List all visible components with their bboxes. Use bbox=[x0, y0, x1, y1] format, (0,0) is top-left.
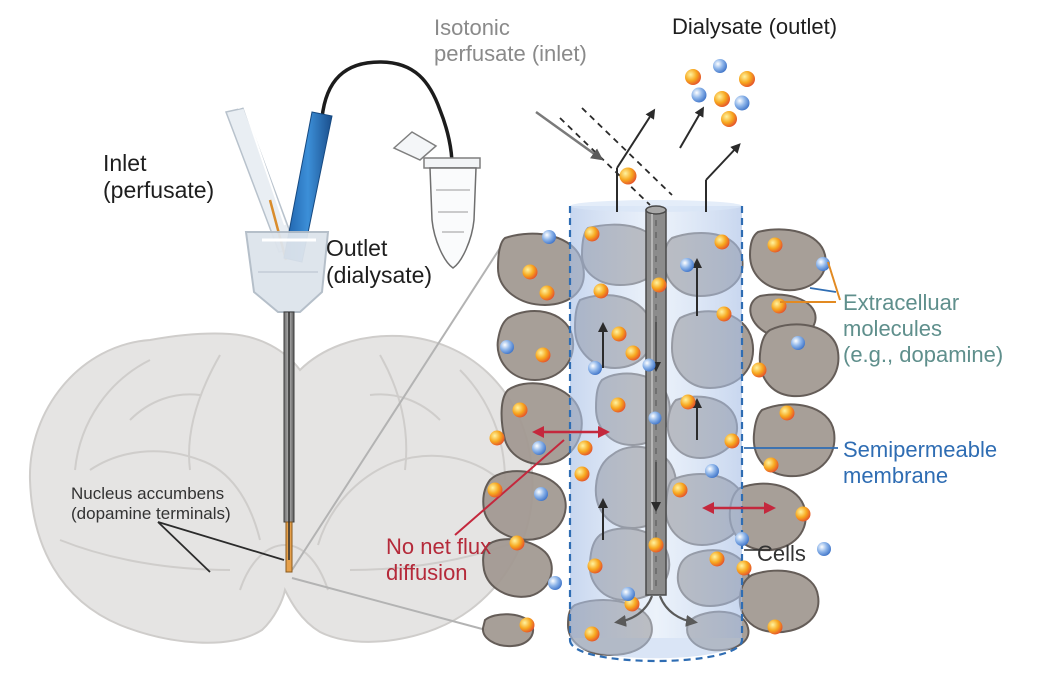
flow-arrows bbox=[598, 258, 702, 540]
no-net-flux-label-line1: No net flux bbox=[386, 534, 492, 559]
brain-section-icon bbox=[28, 332, 534, 644]
isotonic-label: Isotonic perfusate (inlet) bbox=[434, 15, 587, 67]
no-net-flux-label: No net flux diffusion bbox=[386, 534, 491, 586]
outlet-label: Outlet (dialysate) bbox=[326, 235, 432, 289]
inlet-label: Inlet (perfusate) bbox=[103, 150, 214, 204]
extracellular-label: Extracelluar molecules (e.g., dopamine) bbox=[843, 290, 1003, 368]
zoom-lines bbox=[291, 244, 503, 631]
semipermeable-label: Semipermeable membrane bbox=[843, 437, 997, 489]
no-net-flux-label-line2: diffusion bbox=[386, 559, 468, 585]
bottom-outflow-arrows bbox=[614, 595, 698, 627]
inlet-channel bbox=[535, 107, 673, 206]
outlet-arrows bbox=[616, 106, 741, 212]
collection-tube-icon bbox=[392, 131, 481, 269]
semipermeable-label-line1: Semipermeable bbox=[843, 437, 998, 462]
inlet-label-line1: Inlet bbox=[103, 150, 147, 176]
nucleus-pointer-lines bbox=[157, 521, 285, 573]
nucleus-label-line1: Nucleus accumbens bbox=[71, 484, 225, 503]
isotonic-label-line2: perfusate (inlet) bbox=[434, 40, 587, 66]
extracellular-molecules bbox=[487, 59, 831, 642]
outlet-label-line2: (dialysate) bbox=[326, 262, 433, 289]
microdialysis-probe-icon bbox=[224, 60, 454, 573]
extracellular-label-line2: molecules bbox=[843, 315, 943, 341]
isotonic-label-line1: Isotonic bbox=[434, 15, 510, 40]
outlet-label-line1: Outlet bbox=[326, 235, 388, 261]
nucleus-label: Nucleus accumbens (dopamine terminals) bbox=[71, 484, 231, 524]
extracellular-label-line1: Extracelluar bbox=[843, 290, 960, 315]
inlet-label-line2: (perfusate) bbox=[103, 177, 215, 204]
dialysate-outlet-label: Dialysate (outlet) bbox=[672, 14, 838, 39]
cells-label: Cells bbox=[757, 541, 806, 566]
no-net-flux-arrows bbox=[454, 426, 776, 536]
central-cannula bbox=[645, 205, 667, 596]
semipermeable-label-line2: membrane bbox=[843, 462, 949, 488]
nucleus-label-line2: (dopamine terminals) bbox=[71, 504, 231, 524]
extracellular-label-line3: (e.g., dopamine) bbox=[843, 341, 1004, 367]
label-leader-lines bbox=[744, 261, 841, 551]
